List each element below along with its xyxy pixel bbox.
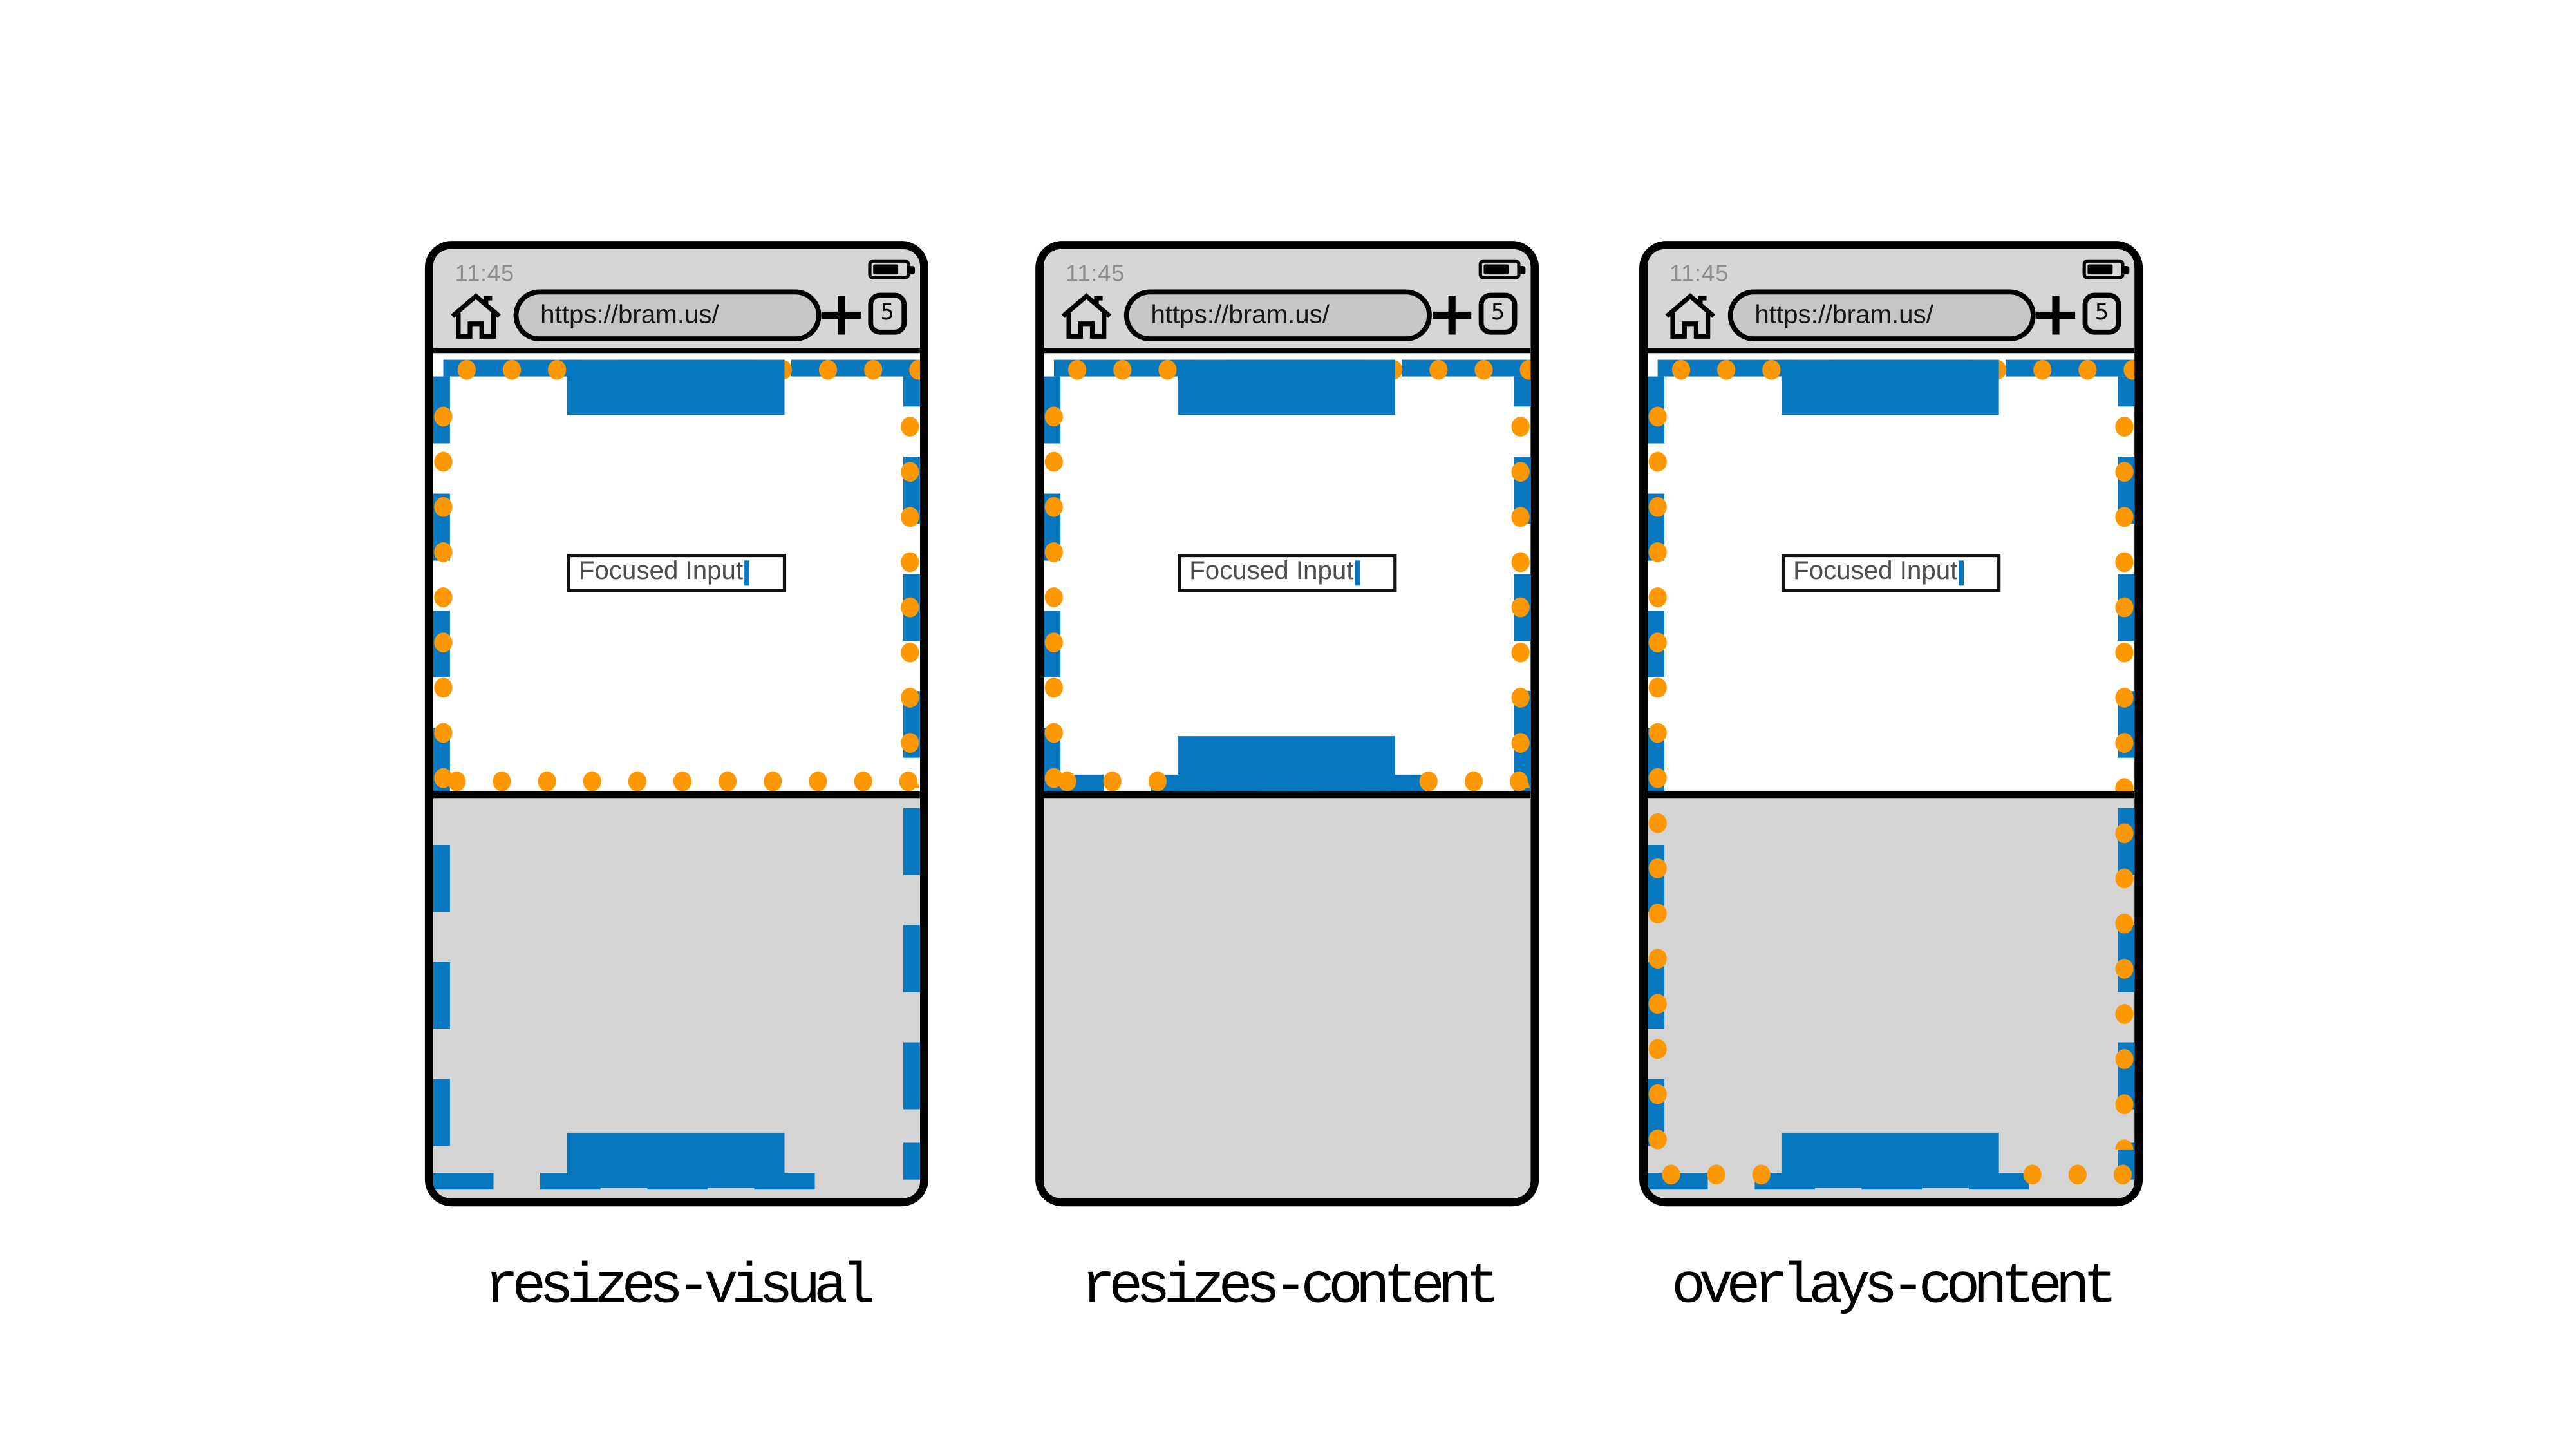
tab-counter-button[interactable]: 5: [868, 292, 907, 335]
url-bar[interactable]: https://bram.us/: [1727, 289, 2036, 342]
mode-label-resizes-content: resizes-content: [1081, 1256, 1500, 1320]
focused-input[interactable]: Focused Input: [1781, 553, 2001, 592]
visual-viewport-dots-bottom: [433, 770, 920, 791]
battery-icon: [1478, 259, 1525, 279]
phone-mockup-resizes-visual: 11:45 https://bram.us/: [424, 241, 928, 1320]
phone-mockup-overlays-content: 11:45 https://bram.us/: [1639, 241, 2143, 1320]
new-tab-button[interactable]: +: [816, 283, 868, 345]
phone-frame: 11:45 https://bram.us/: [1035, 241, 1539, 1207]
battery-icon: [868, 259, 914, 279]
battery-nub: [1519, 266, 1525, 275]
mode-label-resizes-visual: resizes-visual: [484, 1256, 876, 1320]
web-page-viewport: Focused Input: [1044, 359, 1531, 1198]
phone-frame: 11:45 https://bram.us/: [1639, 241, 2143, 1207]
home-button[interactable]: [1059, 291, 1114, 339]
fixed-footer: [1781, 1132, 1999, 1188]
fixed-header: [567, 359, 785, 415]
home-icon: [1665, 293, 1716, 339]
tab-count: 5: [880, 301, 895, 327]
tab-counter-button[interactable]: 5: [2082, 292, 2121, 335]
text-caret: [1355, 560, 1360, 585]
visual-viewport-dots-right: [899, 392, 920, 788]
input-value: Focused Input: [578, 557, 744, 586]
battery-fill: [1483, 264, 1509, 275]
plus-icon: +: [1425, 278, 1478, 350]
battery-nub: [909, 266, 914, 275]
battery-nub: [2123, 266, 2129, 275]
home-icon: [451, 293, 501, 339]
text-caret: [1959, 560, 1964, 585]
fixed-header: [1178, 359, 1395, 415]
keyboard-top-edge: [1648, 790, 2135, 797]
visual-viewport-dots-right: [2114, 392, 2135, 1149]
keyboard-top-edge: [433, 790, 920, 797]
keyboard-top-edge: [1044, 790, 1531, 797]
visual-viewport-dots-right: [1510, 392, 1531, 788]
tab-count: 5: [2094, 301, 2109, 327]
web-page-viewport: Focused Input: [433, 359, 920, 1198]
tab-counter-button[interactable]: 5: [1478, 292, 1518, 335]
phone-screen: 11:45 https://bram.us/: [1648, 249, 2135, 1198]
status-time: 11:45: [455, 259, 514, 287]
new-tab-button[interactable]: +: [1426, 283, 1478, 345]
battery-icon: [2082, 259, 2129, 279]
visual-viewport-dots-left: [433, 392, 454, 788]
browser-chrome: 11:45 https://bram.us/: [1044, 249, 1531, 354]
browser-chrome: 11:45 https://bram.us/: [1648, 249, 2135, 354]
focused-input[interactable]: Focused Input: [1178, 553, 1397, 592]
web-page-viewport: Focused Input: [1648, 359, 2135, 1198]
visual-viewport-dots-left: [1044, 392, 1064, 788]
url-text: https://bram.us/: [1151, 300, 1330, 329]
virtual-keyboard-area: [433, 797, 920, 1198]
new-tab-button[interactable]: +: [2030, 283, 2082, 345]
battery-fill: [2087, 264, 2113, 275]
home-icon: [1061, 293, 1112, 339]
text-caret: [744, 560, 749, 585]
mode-label-overlays-content: overlays-content: [1671, 1256, 2117, 1320]
url-bar[interactable]: https://bram.us/: [1123, 289, 1432, 342]
home-button[interactable]: [1662, 291, 1718, 339]
input-value: Focused Input: [1793, 557, 1958, 586]
phone-screen: 11:45 https://bram.us/: [1044, 249, 1531, 1198]
focused-input[interactable]: Focused Input: [567, 553, 787, 592]
browser-chrome: 11:45 https://bram.us/: [433, 249, 920, 354]
fixed-footer: [1178, 735, 1395, 791]
status-time: 11:45: [1669, 259, 1729, 287]
tab-count: 5: [1490, 301, 1505, 327]
url-text: https://bram.us/: [1754, 300, 1933, 329]
battery-fill: [873, 264, 899, 275]
url-text: https://bram.us/: [540, 300, 719, 329]
phone-mockup-resizes-content: 11:45 https://bram.us/: [1035, 241, 1539, 1320]
phone-screen: 11:45 https://bram.us/: [433, 249, 920, 1198]
virtual-keyboard-area: [1648, 797, 2135, 1198]
status-time: 11:45: [1065, 259, 1125, 287]
phone-frame: 11:45 https://bram.us/: [424, 241, 928, 1207]
fixed-header: [1781, 359, 1999, 415]
input-value: Focused Input: [1189, 557, 1354, 586]
virtual-keyboard-area: [1044, 797, 1531, 1198]
plus-icon: +: [2029, 278, 2082, 350]
visual-viewport-dots-left: [1648, 392, 1668, 1149]
home-button[interactable]: [448, 291, 503, 339]
plus-icon: +: [815, 278, 868, 350]
url-bar[interactable]: https://bram.us/: [513, 289, 822, 342]
fixed-footer: [567, 1132, 785, 1188]
